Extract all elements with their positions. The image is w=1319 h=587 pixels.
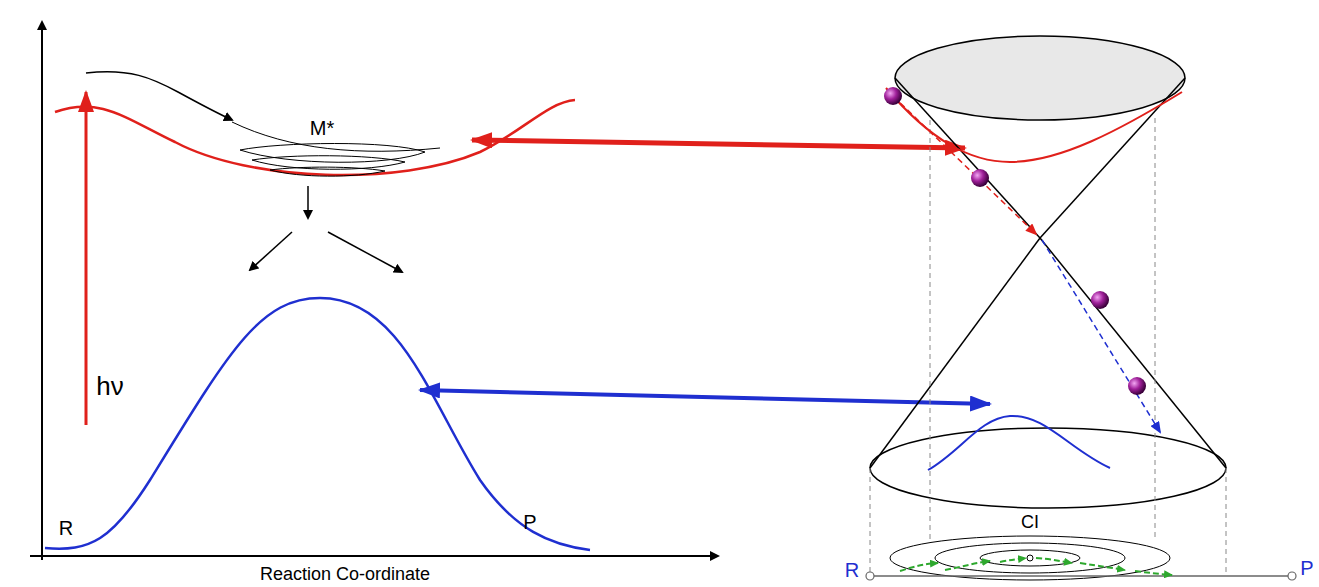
reactant-label: R: [845, 560, 859, 580]
intersection-label: CI: [1021, 513, 1039, 531]
axis-label: Reaction Co-ordinate: [260, 565, 430, 583]
state-label: M*: [310, 118, 334, 138]
reactant-label: R: [59, 518, 73, 538]
product-label: P: [523, 512, 536, 532]
product-label: P: [1300, 558, 1313, 578]
photon-label: hν: [96, 373, 123, 399]
